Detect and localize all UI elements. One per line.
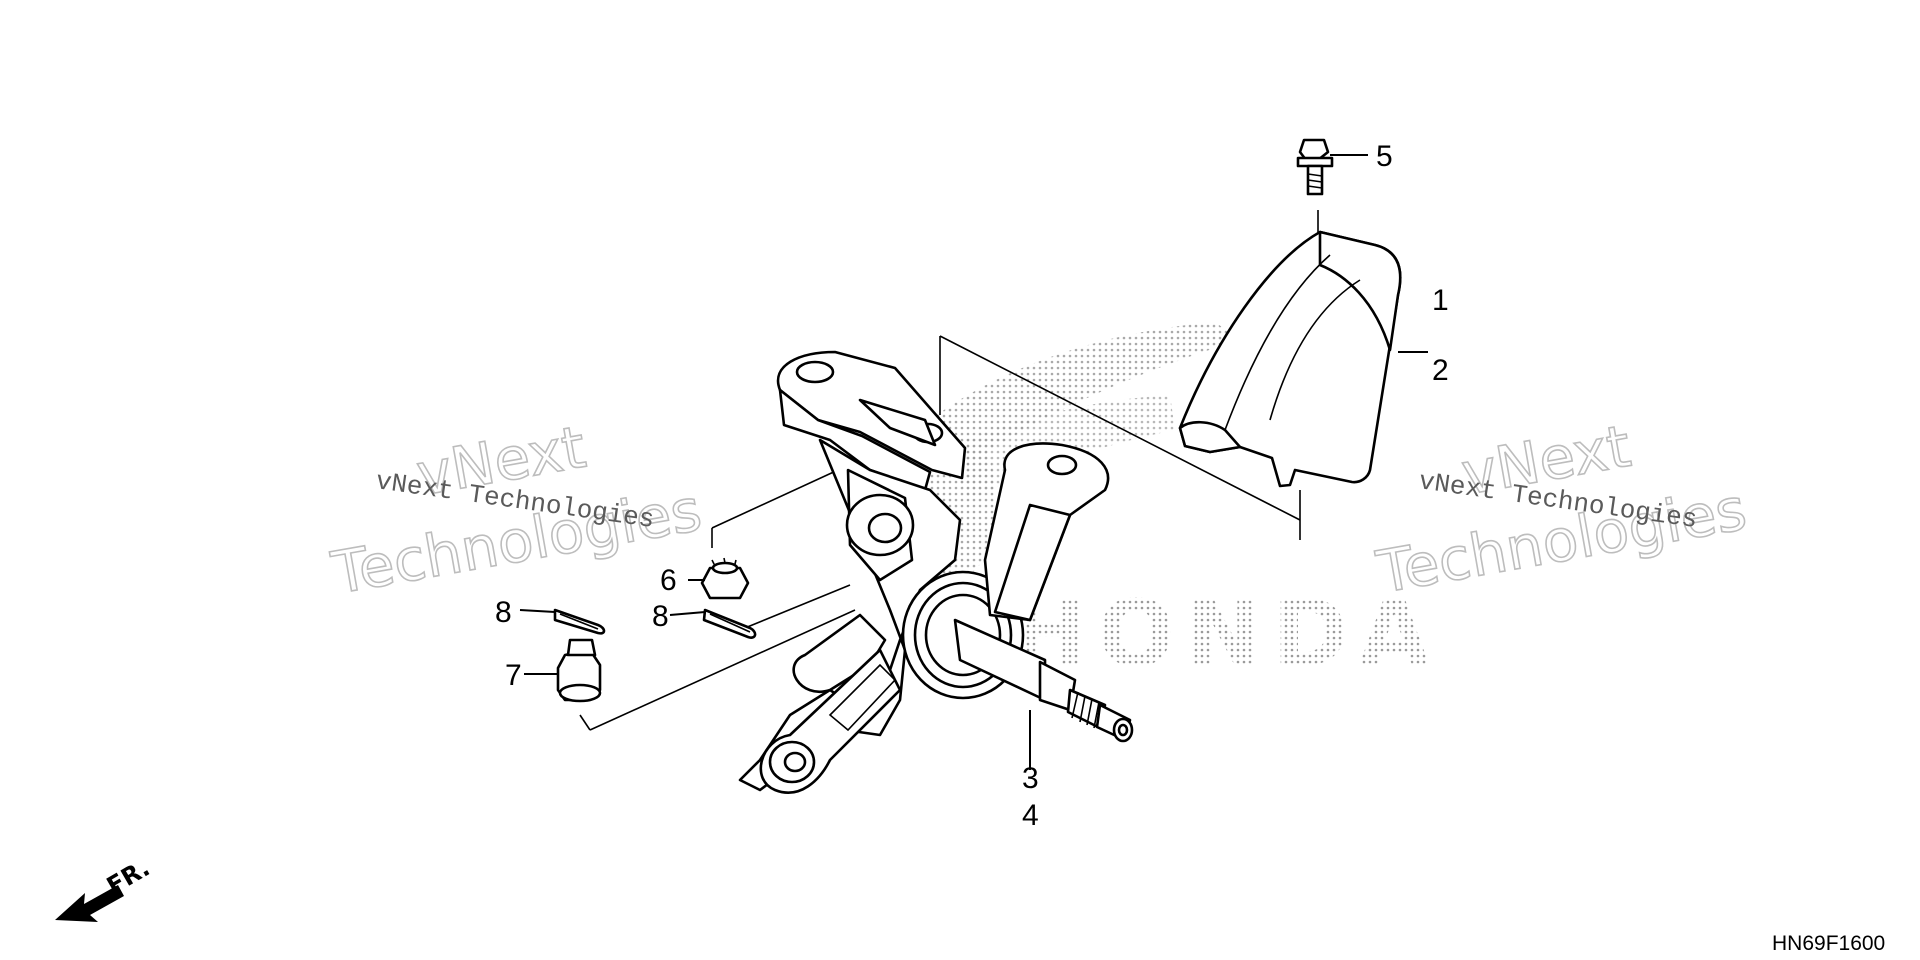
knuckle-part <box>738 350 1134 794</box>
leader-lines <box>519 154 1428 770</box>
callout-3: 3 <box>1022 762 1039 795</box>
callout-7: 7 <box>505 659 522 692</box>
reference-lines <box>579 210 1319 731</box>
front-direction-indicator: FR. <box>55 854 154 922</box>
callout-6: 6 <box>660 564 677 597</box>
castle-nut-part <box>700 557 750 600</box>
callout-8-upper: 8 <box>495 596 512 629</box>
callout-5: 5 <box>1376 140 1393 173</box>
callout-8-lower: 8 <box>652 600 669 633</box>
honda-logo-text: HONDA <box>1010 580 1440 687</box>
front-arrow-icon <box>55 885 124 922</box>
callout-1: 1 <box>1432 284 1449 317</box>
callout-4: 4 <box>1022 799 1039 832</box>
knuckle-guard-part <box>1178 230 1402 488</box>
cotter-pin-part-b <box>702 608 757 639</box>
large-castle-nut-part <box>556 638 602 703</box>
diagram-code: HN69F1600 <box>1772 932 1885 955</box>
callout-2: 2 <box>1432 354 1449 387</box>
honda-logo-background: HONDA <box>930 322 1440 687</box>
cotter-pin-part-a <box>553 608 606 635</box>
honda-wing-icon <box>930 322 1240 600</box>
bolt-part <box>1296 138 1334 196</box>
